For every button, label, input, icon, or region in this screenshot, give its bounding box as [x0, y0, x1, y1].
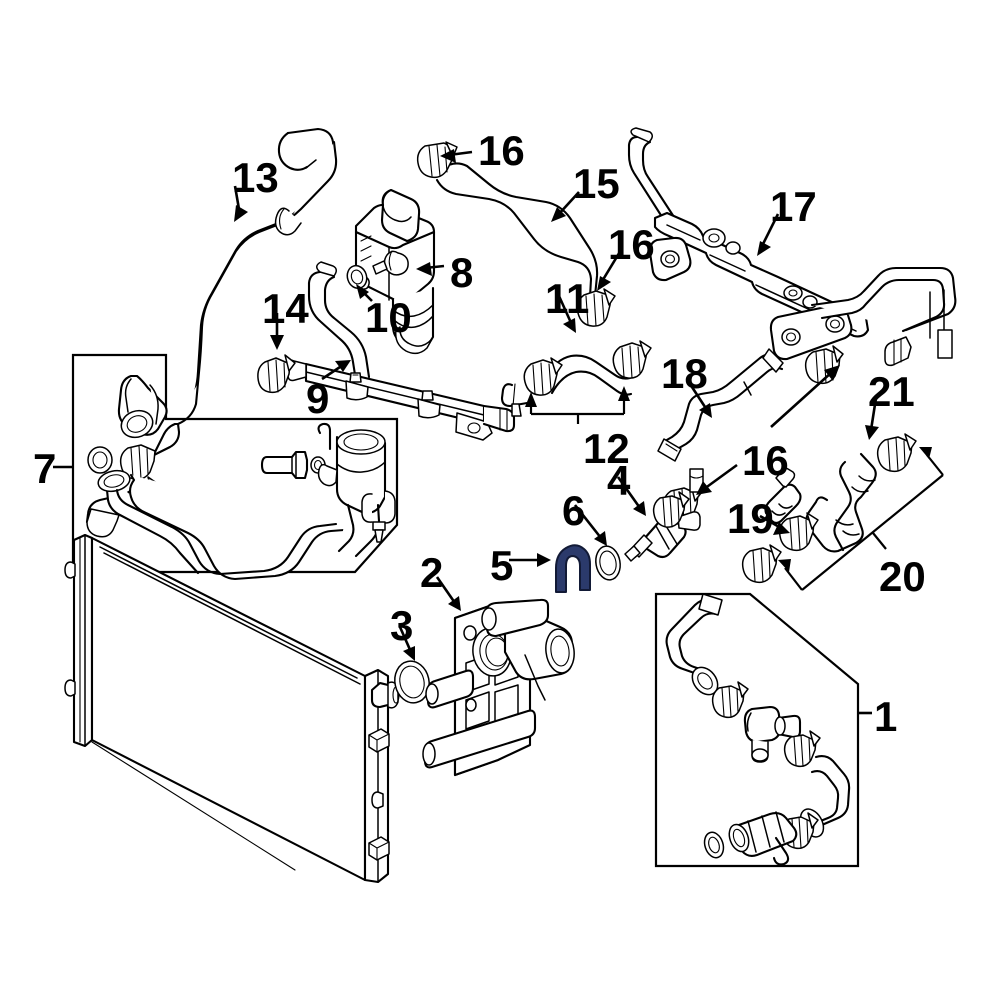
bracket-20	[778, 447, 944, 591]
leader-3	[398, 626, 415, 661]
part-6-o-ring	[595, 545, 621, 581]
part-16-hose-clamp-lower	[576, 288, 616, 327]
leader-9	[321, 360, 351, 381]
callout-8: 8	[450, 249, 474, 296]
part-12-clamp-right	[612, 340, 652, 379]
part-1-radiator-hose-assembly	[665, 593, 851, 866]
callout-9: 9	[306, 375, 330, 422]
callout-1: 1	[874, 693, 898, 740]
callout-6: 6	[562, 487, 586, 534]
leader-16-c	[696, 463, 738, 495]
callout-5: 5	[490, 542, 514, 589]
part-5-retaining-clip	[555, 544, 591, 593]
callout-11: 11	[545, 275, 590, 322]
leader-13	[233, 185, 248, 222]
callout-2: 2	[420, 549, 444, 596]
leader-21	[865, 397, 879, 440]
callout-10: 10	[365, 294, 412, 341]
callout-4: 4	[607, 457, 631, 504]
leader-14	[270, 313, 284, 350]
callout-14: 14	[262, 285, 309, 332]
box-1-outline	[654, 592, 860, 868]
leader-2	[435, 576, 461, 611]
part-4-temperature-sensor	[624, 511, 701, 562]
callout-16-a: 16	[478, 127, 525, 174]
part-11-coolant-hose	[500, 340, 652, 417]
part-20-clamp-upper	[876, 433, 917, 473]
callout-16-b: 16	[608, 221, 655, 268]
part-14-hose-clamp	[257, 354, 296, 394]
leader-16-b	[597, 249, 623, 291]
callout-19: 19	[727, 495, 774, 542]
callout-16-c: 16	[742, 437, 789, 484]
leader-10	[356, 284, 373, 302]
callout-3: 3	[390, 602, 414, 649]
callout-20: 20	[879, 553, 926, 600]
part-10-o-ring	[346, 264, 368, 290]
part-16-hose-clamp-sensor	[652, 491, 690, 528]
callout-13: 13	[232, 154, 279, 201]
part-17-coolant-pipe-bracket	[627, 127, 957, 367]
leader-16-d	[770, 365, 840, 428]
pipe-stub-detail	[689, 475, 704, 479]
leader-8	[416, 262, 445, 276]
leader-18	[688, 383, 712, 418]
leader-15	[551, 191, 580, 222]
part-16-hose-clamp-top	[416, 141, 458, 179]
part-18-coolant-hose-small	[657, 348, 784, 462]
part-3-o-ring	[394, 660, 430, 704]
callout-21: 21	[868, 368, 915, 415]
part-2-coolant-housing	[422, 598, 575, 777]
callout-7: 7	[33, 445, 57, 492]
callout-18: 18	[661, 350, 708, 397]
part-21-coolant-hose-elbow	[778, 433, 917, 553]
leader-4	[616, 476, 646, 516]
bracket-12	[525, 386, 630, 424]
leader-5	[509, 553, 551, 567]
part-9-coolant-pipe	[287, 261, 516, 441]
part-12-clamp-left	[523, 357, 563, 396]
leader-19	[759, 514, 790, 535]
leader-17	[757, 213, 780, 256]
callout-12: 12	[583, 425, 630, 472]
part-7-radiator-hose-kit	[87, 374, 396, 581]
part-8-auxiliary-water-pump	[354, 188, 436, 355]
callout-17: 17	[770, 183, 817, 230]
part-15-coolant-hose-upper	[416, 141, 616, 327]
leader-16-top	[440, 149, 473, 163]
leader-11	[557, 295, 576, 333]
radiator	[64, 533, 400, 884]
leader-6	[573, 504, 607, 546]
callout-15: 15	[573, 160, 620, 207]
part-19-pipe-connector	[741, 467, 802, 584]
